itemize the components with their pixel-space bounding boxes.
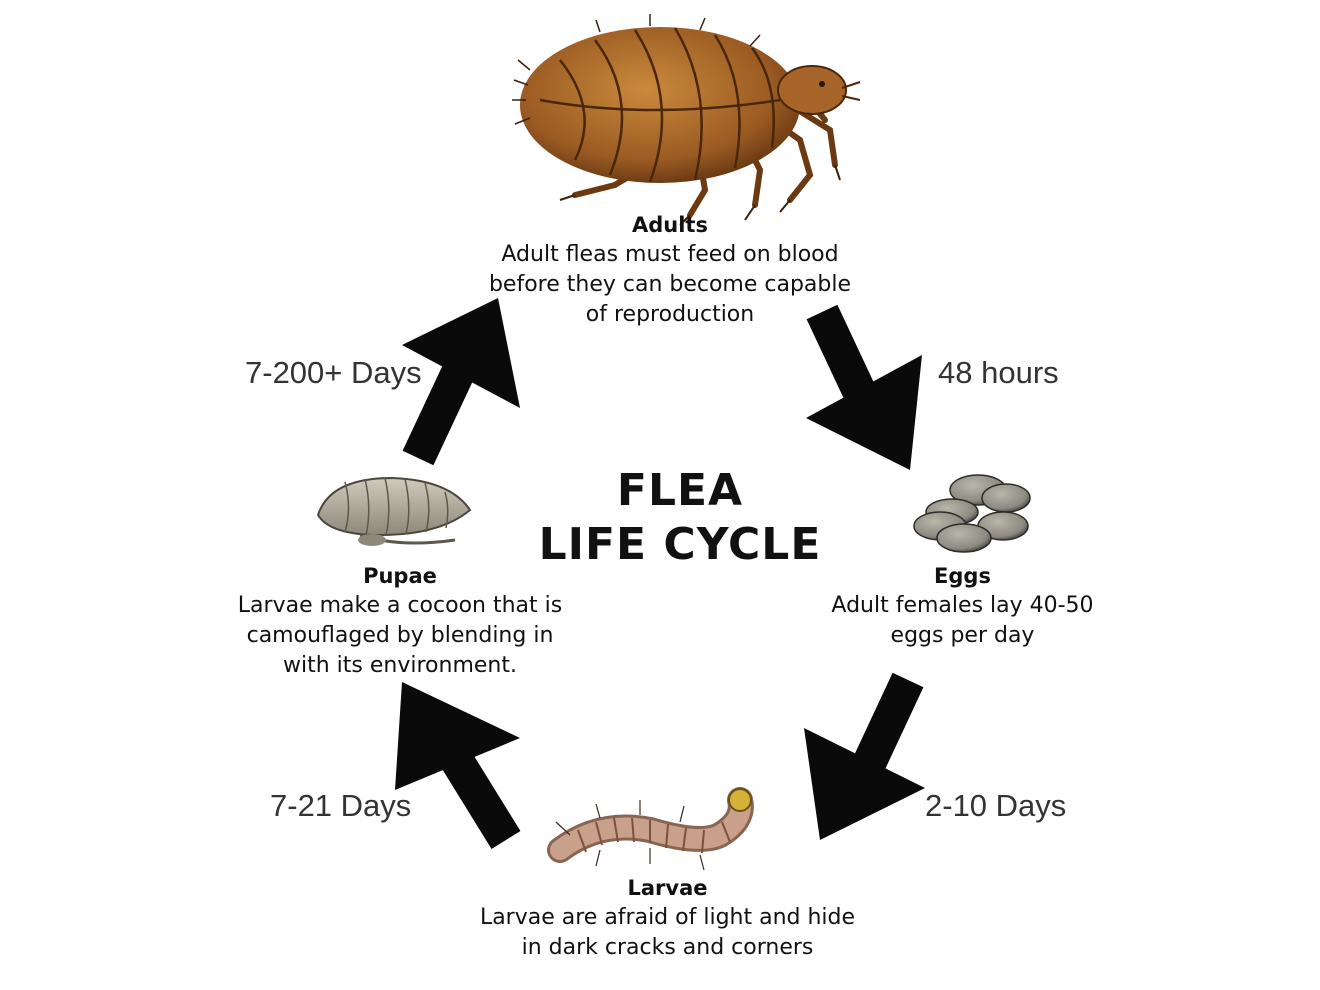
- stage-eggs: Eggs Adult females lay 40-50 eggs per da…: [810, 561, 1115, 651]
- arrow-larvae-to-pupae: [395, 682, 521, 849]
- flea-larva-icon: [547, 787, 754, 871]
- stage-eggs-name: Eggs: [934, 564, 991, 588]
- stage-adults: Adults Adult fleas must feed on blood be…: [470, 210, 870, 330]
- stage-pupae: Pupae Larvae make a cocoon that is camou…: [220, 561, 580, 681]
- stage-larvae-desc-1: Larvae are afraid of light and hide: [479, 905, 856, 930]
- title-line-1: FLEA: [616, 465, 744, 516]
- flea-eggs-icon: [913, 474, 1031, 553]
- duration-eggs-to-larvae: 2-10 Days: [925, 788, 1067, 823]
- stage-eggs-desc-1: Adult females lay 40-50: [831, 593, 1094, 618]
- stage-pupae-desc-1: Larvae make a cocoon that is: [237, 593, 563, 618]
- stage-adults-desc-3: of reproduction: [585, 302, 755, 327]
- stage-adults-desc-1: Adult fleas must feed on blood: [501, 242, 839, 267]
- arrow-adults-to-eggs: [806, 304, 922, 470]
- stage-adults-name: Adults: [632, 213, 708, 237]
- stage-larvae-desc-2: in dark cracks and corners: [521, 935, 814, 960]
- adult-flea-icon: [512, 14, 861, 226]
- duration-adults-to-eggs: 48 hours: [938, 355, 1059, 390]
- arrow-pupae-to-adults: [402, 298, 520, 466]
- flea-pupa-icon: [316, 476, 472, 546]
- stage-pupae-desc-3: with its environment.: [283, 653, 517, 678]
- duration-pupae-to-adults: 7-200+ Days: [245, 355, 422, 390]
- diagram-title: FLEA LIFE CYCLE: [510, 464, 850, 572]
- stage-larvae-name: Larvae: [627, 876, 708, 900]
- stage-pupae-name: Pupae: [363, 564, 437, 588]
- duration-larvae-to-pupae: 7-21 Days: [270, 788, 412, 823]
- title-line-2: LIFE CYCLE: [538, 519, 822, 570]
- stage-adults-desc-2: before they can become capable: [488, 272, 852, 297]
- stage-pupae-desc-2: camouflaged by blending in: [246, 623, 554, 648]
- stage-larvae: Larvae Larvae are afraid of light and hi…: [455, 873, 880, 963]
- stage-eggs-desc-2: eggs per day: [890, 623, 1035, 648]
- arrow-eggs-to-larvae: [804, 672, 925, 840]
